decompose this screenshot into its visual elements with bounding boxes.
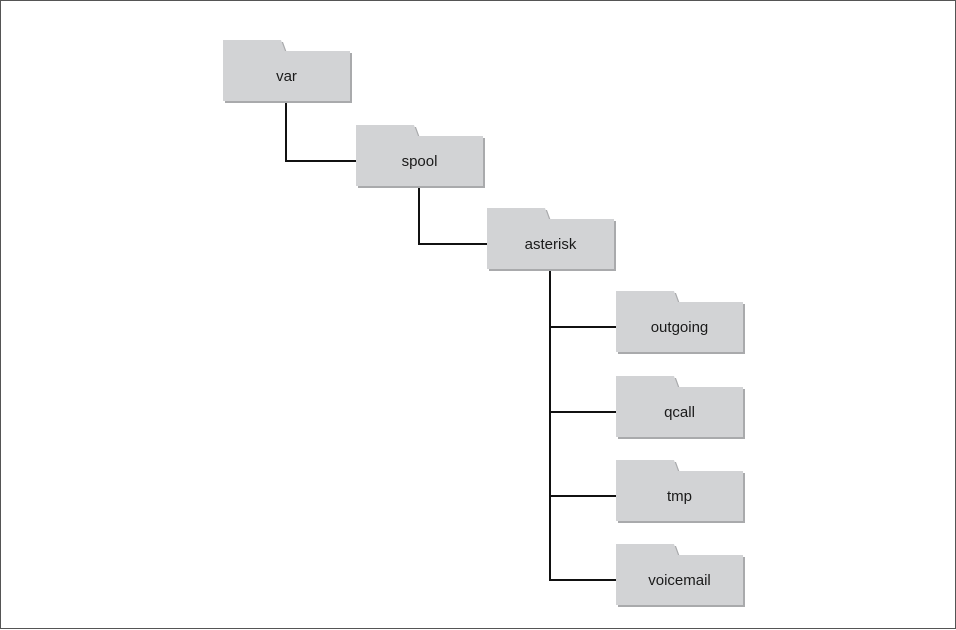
- folder-var: var: [223, 40, 352, 103]
- connector-spool-to-asterisk: [418, 186, 487, 245]
- folder-label: voicemail: [648, 572, 711, 589]
- folder-icon: [616, 291, 743, 352]
- folder-icon: [223, 40, 350, 101]
- folder-spool: spool: [356, 125, 485, 188]
- folder-outgoing: outgoing: [616, 291, 745, 354]
- connector-asterisk-to-outgoing: [549, 269, 616, 328]
- connector-asterisk-to-tmp: [549, 269, 616, 497]
- folder-icon: [616, 376, 743, 437]
- folder-qcall: qcall: [616, 376, 745, 439]
- connector-asterisk-to-voicemail: [549, 269, 616, 581]
- folder-label: outgoing: [651, 319, 709, 336]
- folder-icon: [616, 460, 743, 521]
- connector-lines: [285, 101, 616, 581]
- connector-var-to-spool: [285, 101, 356, 162]
- folder-tmp: tmp: [616, 460, 745, 523]
- connector-asterisk-to-qcall: [549, 269, 616, 413]
- folder-label: spool: [402, 153, 438, 170]
- folder-label: tmp: [667, 488, 692, 505]
- folder-icon: [356, 125, 483, 186]
- folder-nodes: var spool asterisk outgoing qcall tmp voicemai…: [223, 40, 745, 607]
- folder-asterisk: asterisk: [487, 208, 616, 271]
- folder-voicemail: voicemail: [616, 544, 745, 607]
- folder-label: qcall: [664, 404, 695, 421]
- folder-label: asterisk: [525, 236, 577, 253]
- folder-icon: [616, 544, 743, 605]
- folder-label: var: [276, 68, 297, 85]
- folder-icon: [487, 208, 614, 269]
